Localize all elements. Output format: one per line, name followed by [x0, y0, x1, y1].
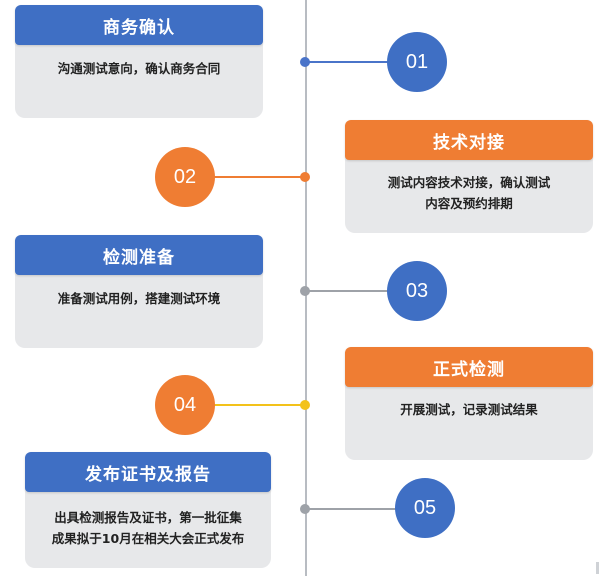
connector-04 — [210, 404, 305, 406]
step-title-04: 正式检测 — [345, 347, 593, 387]
step-description-01: 沟通测试意向，确认商务合同 — [57, 61, 221, 76]
step-title-01: 商务确认 — [15, 5, 263, 45]
step-title-03: 检测准备 — [15, 235, 263, 275]
connector-03 — [305, 290, 400, 292]
step-description-02: 测试内容技术对接，确认测试 内容及预约排期 — [387, 175, 551, 211]
connector-02 — [210, 176, 305, 178]
step-card-02: 技术对接 测试内容技术对接，确认测试 内容及预约排期 — [345, 120, 593, 233]
step-number-04: 04 — [155, 375, 215, 435]
step-description-05: 出具检测报告及证书，第一批征集 成果拟于10月在相关大会正式发布 — [51, 510, 245, 546]
step-number-02: 02 — [155, 147, 215, 207]
axis-dot-03 — [300, 286, 310, 296]
step-number-05: 05 — [395, 478, 455, 538]
step-card-05: 发布证书及报告 出具检测报告及证书，第一批征集 成果拟于10月在相关大会正式发布 — [25, 452, 271, 568]
step-description-04: 开展测试，记录测试结果 — [400, 402, 538, 417]
step-card-03: 检测准备 准备测试用例，搭建测试环境 — [15, 235, 263, 348]
axis-dot-01 — [300, 57, 310, 67]
step-description-03: 准备测试用例，搭建测试环境 — [57, 291, 221, 306]
connector-01 — [305, 61, 400, 63]
step-number-01: 01 — [387, 32, 447, 92]
step-card-01: 商务确认 沟通测试意向，确认商务合同 — [15, 5, 263, 118]
axis-dot-02 — [300, 172, 310, 182]
connector-05 — [305, 508, 400, 510]
step-card-04: 正式检测 开展测试，记录测试结果 — [345, 347, 593, 460]
step-title-02: 技术对接 — [345, 120, 593, 160]
axis-dot-04 — [300, 400, 310, 410]
step-number-03: 03 — [387, 261, 447, 321]
step-title-05: 发布证书及报告 — [25, 452, 271, 492]
axis-dot-05 — [300, 504, 310, 514]
edge-decoration — [596, 562, 599, 574]
